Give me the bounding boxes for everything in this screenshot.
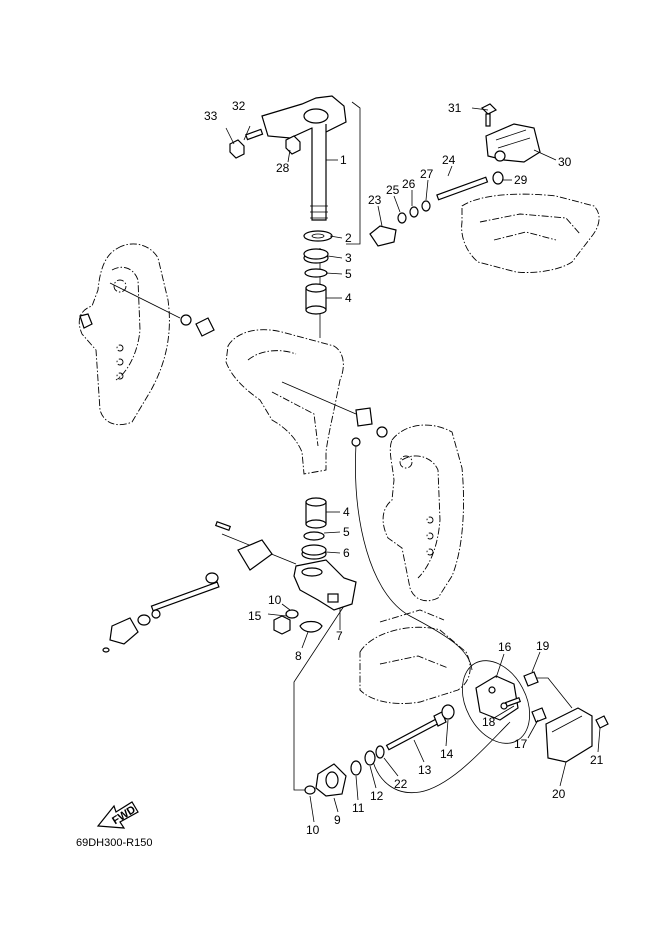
callout-31: 31 [448,101,462,115]
callout-10-lower: 10 [306,823,320,837]
bushing-6 [301,544,327,560]
callout-30: 30 [558,155,572,169]
screw-18 [504,696,522,708]
right-clamp-bracket-outline [382,424,464,602]
bolt-31 [480,103,498,127]
washer-11 [350,760,362,776]
callout-28: 28 [276,161,290,175]
callout-19: 19 [536,639,550,653]
left-clamp-bracket-outline [78,243,170,426]
o-ring-5-upper [304,268,328,278]
tilt-rod-left [102,572,220,653]
callout-24: 24 [442,153,456,167]
bolt-32 [245,128,264,141]
washer-27 [421,200,431,212]
clip-19 [523,671,539,687]
lower-mount-outline [359,626,471,704]
pin-24 [436,176,489,201]
callout-9: 9 [334,813,341,827]
grease-nipple-23 [369,225,397,247]
fwd-arrow-icon [96,801,139,829]
washer-25 [397,212,407,224]
reference-code: 69DH300-R150 [76,837,152,849]
callout-16: 16 [498,640,512,654]
bushing-4-lower [305,497,327,529]
callout-29: 29 [514,173,528,187]
callout-33: 33 [204,109,218,123]
washer-2 [303,230,333,242]
washer-26 [409,206,419,218]
bushing-9 [315,763,347,797]
callout-21: 21 [590,753,604,767]
callout-25: 25 [386,183,400,197]
callout-17: 17 [514,737,528,751]
washer-14 [441,704,455,720]
steering-arm-shaft [261,95,347,221]
callout-4-lower: 4 [343,505,350,519]
callout-leaders [225,107,601,823]
washer-29 [492,171,504,185]
callout-22: 22 [394,777,408,791]
callout-13: 13 [418,763,432,777]
callout-32: 32 [232,99,246,113]
nut-15 [273,615,291,635]
callout-7: 7 [336,629,343,643]
assembly-lines [109,101,573,794]
callout-4-upper: 4 [345,291,352,305]
callout-5-upper: 5 [345,267,352,281]
o-ring-5-lower [303,531,325,541]
callout-27: 27 [420,167,434,181]
callout-2: 2 [345,231,352,245]
bushing-22 [375,745,385,759]
callout-23: 23 [368,193,382,207]
nut-33 [229,139,245,159]
clip-8 [299,620,323,633]
cover-20 [545,707,593,763]
parts [79,95,609,829]
nut-28 [285,135,301,155]
callout-12: 12 [370,789,384,803]
callout-20: 20 [552,787,566,801]
callout-26: 26 [402,177,416,191]
callout-18: 18 [482,715,496,729]
lower-yoke-7 [293,559,357,611]
callout-8: 8 [295,649,302,663]
bushing-3 [303,248,329,264]
upper-mount-30 [485,123,541,163]
callout-11: 11 [352,801,365,815]
callout-3: 3 [345,251,352,265]
screw-21 [595,715,609,729]
callout-15: 15 [248,609,262,623]
callout-6: 6 [343,546,350,560]
washer-12 [364,750,376,766]
callout-5-lower: 5 [343,525,350,539]
callout-labels: 1 2 3 5 4 4 5 6 7 8 10 15 9 10 11 12 13 … [204,99,604,837]
washer-10-upper [285,609,299,619]
upper-mount-outline [461,193,600,273]
callout-14: 14 [440,747,454,761]
callout-1: 1 [340,153,347,167]
bushing-4-upper [305,283,327,315]
bolt-17 [531,707,547,723]
ghost-outlines [78,193,600,704]
callout-10-upper: 10 [268,593,282,607]
plate-16 [475,675,519,721]
washer-10-lower [304,785,316,795]
swivel-bracket-outline [225,329,344,475]
